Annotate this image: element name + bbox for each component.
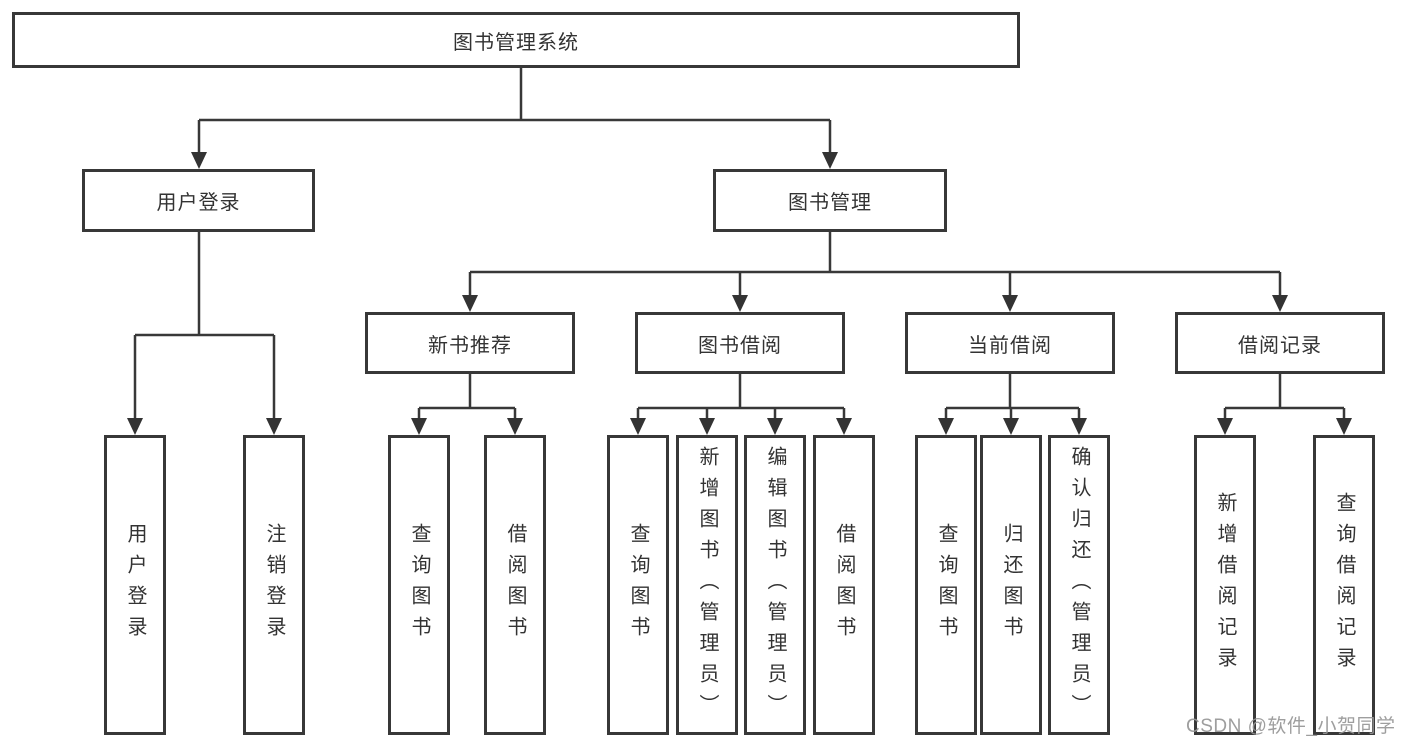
node-label: 查询图书 — [627, 523, 649, 647]
node-query-books-current: 查询图书 — [915, 435, 977, 735]
node-new-book-recommendation: 新书推荐 — [365, 312, 575, 374]
node-return-books: 归还图书 — [980, 435, 1042, 735]
node-book-borrowing: 图书借阅 — [635, 312, 845, 374]
node-current-borrowing: 当前借阅 — [905, 312, 1115, 374]
node-borrow-books-recommend: 借阅图书 — [484, 435, 546, 735]
watermark: CSDN @软件_小贺同学 — [1186, 716, 1396, 737]
node-add-borrow-record: 新增借阅记录 — [1194, 435, 1256, 735]
node-borrowing-records: 借阅记录 — [1175, 312, 1385, 374]
node-logout: 注销登录 — [243, 435, 305, 735]
node-label: 确认归还（管理员） — [1068, 445, 1090, 725]
node-confirm-return-admin: 确认归还（管理员） — [1048, 435, 1110, 735]
node-label: 归还图书 — [1000, 523, 1022, 647]
node-edit-books-admin: 编辑图书（管理员） — [744, 435, 806, 735]
node-borrow-books: 借阅图书 — [813, 435, 875, 735]
node-query-books-borrowing: 查询图书 — [607, 435, 669, 735]
node-label: 新增图书（管理员） — [696, 445, 718, 725]
node-user-login-branch: 用户登录 — [82, 169, 315, 232]
node-label: 新增借阅记录 — [1214, 492, 1236, 678]
node-label: 用户登录 — [124, 523, 146, 647]
node-label: 借阅图书 — [833, 523, 855, 647]
node-label: 查询图书 — [935, 523, 957, 647]
node-user-login: 用户登录 — [104, 435, 166, 735]
node-label: 借阅图书 — [504, 523, 526, 647]
node-label: 查询图书 — [408, 523, 430, 647]
node-label: 查询借阅记录 — [1333, 492, 1355, 678]
node-query-books-recommend: 查询图书 — [388, 435, 450, 735]
node-book-management-branch: 图书管理 — [713, 169, 947, 232]
node-query-borrow-record: 查询借阅记录 — [1313, 435, 1375, 735]
node-label: 编辑图书（管理员） — [764, 445, 786, 725]
node-add-books-admin: 新增图书（管理员） — [676, 435, 738, 735]
node-library-system: 图书管理系统 — [12, 12, 1020, 68]
node-label: 注销登录 — [263, 523, 285, 647]
